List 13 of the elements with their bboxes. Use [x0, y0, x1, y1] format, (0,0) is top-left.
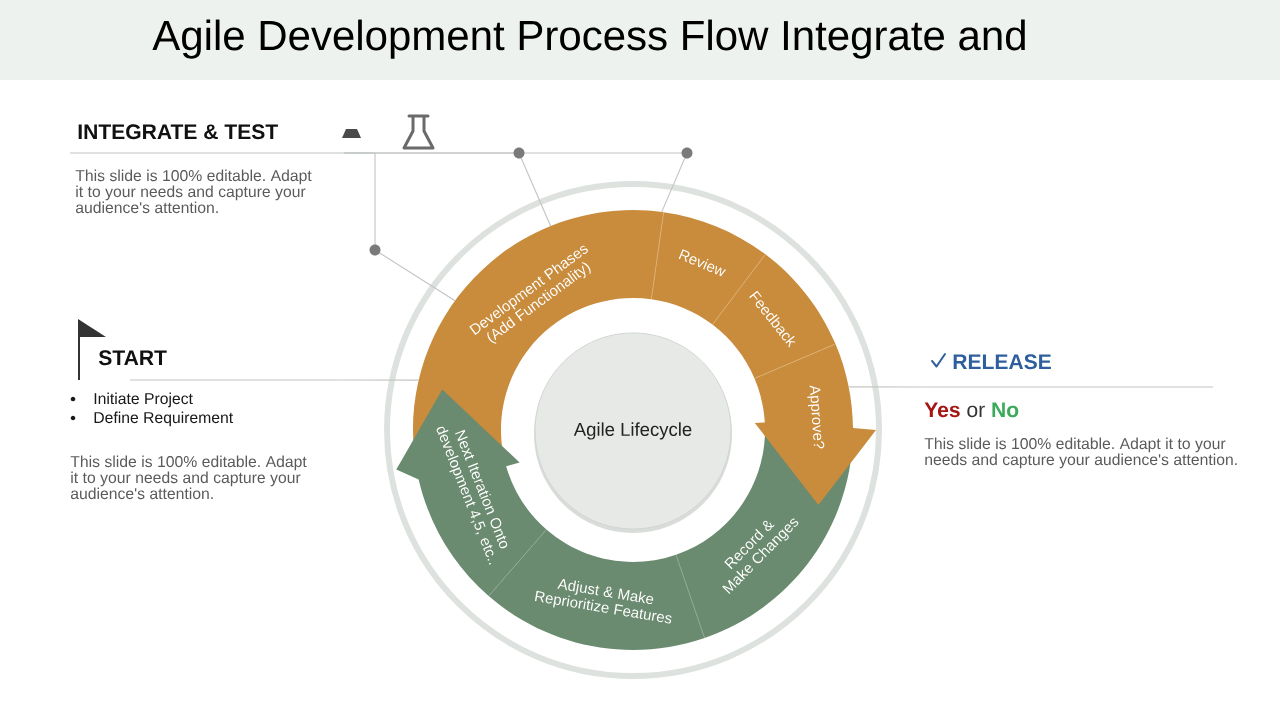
- section-heading: INTEGRATE & TEST: [78, 124, 278, 140]
- section-heading: START: [98, 350, 167, 366]
- bullet-item: Define Requirement: [94, 411, 234, 427]
- body-text: This slide is 100% editable. Adapt it to your needs and capture your audience's attention.: [70, 455, 307, 500]
- body-text: This slide is 100% editable. Adapt it to your needs and capture your audience's attention.: [924, 437, 1237, 469]
- leader-line: [343, 152, 688, 213]
- slide-title: Agile Development Process Flow Integrate and: [152, 19, 1025, 59]
- section-heading: RELEASE: [953, 354, 1051, 370]
- leader-line: [338, 379, 420, 381]
- bullet-item: Initiate Project: [94, 392, 193, 408]
- body-text: This slide is 100% editable. Adapt it to your needs and capture your audience's attention.: [75, 169, 312, 214]
- leader-line: [848, 386, 925, 388]
- yes-no-text: Yes or No: [924, 402, 1019, 418]
